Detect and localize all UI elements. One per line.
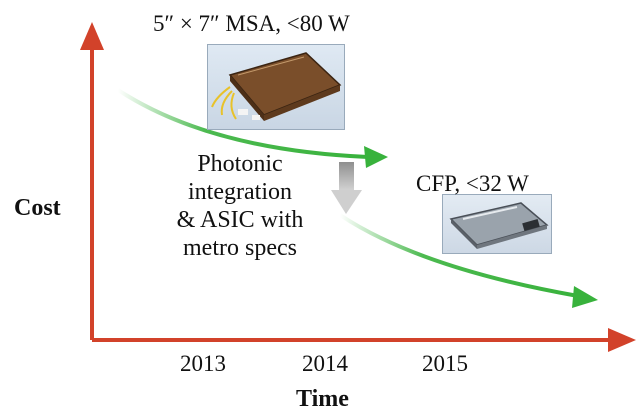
cfp-product-label: CFP, <32 W — [416, 171, 529, 196]
x-tick-label: 2015 — [422, 351, 468, 376]
integration-note-line: & ASIC with — [176, 207, 304, 234]
integration-note: Photonic integration & ASIC with metro s… — [140, 150, 340, 262]
cfp-module-photo — [442, 194, 552, 254]
step-down-arrow-head — [331, 190, 362, 214]
step-down-arrow-shaft — [339, 162, 354, 192]
msa-module-photo — [207, 44, 345, 130]
x-axis-label: Time — [296, 386, 349, 412]
integration-note-line: integration — [188, 179, 292, 206]
cost-trend-curve-2 — [338, 213, 579, 298]
x-axis-arrowhead — [608, 328, 636, 352]
cost-trend-curve-1 — [116, 88, 369, 159]
y-axis-arrowhead — [80, 22, 104, 50]
y-axis-label: Cost — [14, 195, 61, 221]
cost-trend-arrowhead-2 — [572, 286, 598, 308]
x-tick-label: 2013 — [180, 351, 226, 376]
integration-note-line: Photonic — [197, 151, 283, 177]
msa-product-label: 5″ × 7″ MSA, <80 W — [153, 11, 350, 36]
cost-trend-arrowhead-1 — [364, 146, 388, 168]
x-tick-label: 2014 — [302, 351, 348, 376]
integration-note-line: metro specs — [183, 235, 297, 262]
